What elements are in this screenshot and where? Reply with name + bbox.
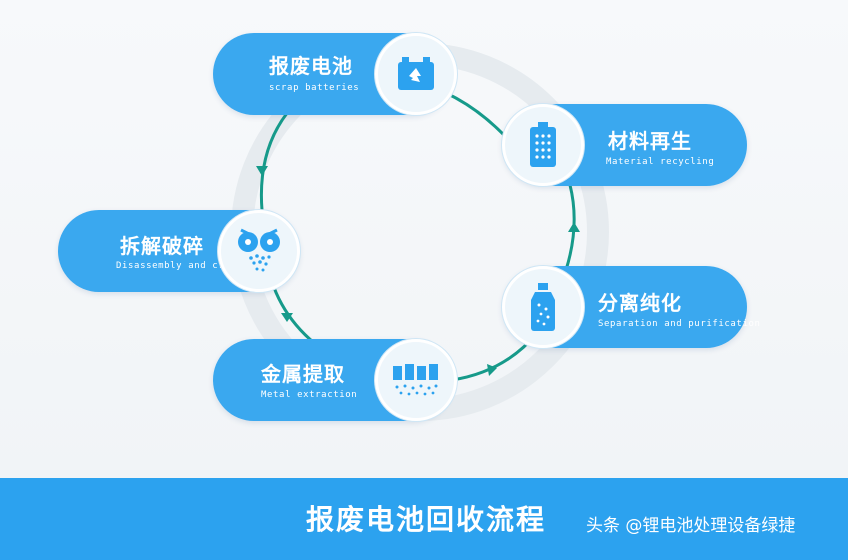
step-scrap-batteries: 报废电池 scrap batteries xyxy=(213,33,457,115)
cell-battery-icon xyxy=(502,104,584,186)
arrowhead-4 xyxy=(568,222,580,232)
step-title: 报废电池 xyxy=(269,54,353,78)
step-separation-purification: 分离纯化 Separation and purification xyxy=(502,266,760,348)
crusher-icon xyxy=(218,210,300,292)
step-title: 分离纯化 xyxy=(598,291,682,315)
arrowhead-1 xyxy=(256,166,268,176)
step-title: 拆解破碎 xyxy=(120,234,204,258)
step-subtitle: Metal extraction xyxy=(261,390,358,400)
arrowhead-3 xyxy=(487,364,497,376)
step-metal-extraction: 金属提取 Metal extraction xyxy=(213,339,457,421)
diagram-stage: 报废电池 scrap batteries xyxy=(0,0,848,478)
bottle-icon xyxy=(502,266,584,348)
step-subtitle: Separation and purification xyxy=(598,319,761,329)
step-title: 材料再生 xyxy=(608,129,692,153)
step-subtitle: Disassembly and crus xyxy=(116,261,237,271)
watermark: 头条 @锂电池处理设备绿捷 xyxy=(586,516,796,536)
extraction-icon xyxy=(375,339,457,421)
step-subtitle: Material recycling xyxy=(606,157,715,167)
arrowhead-2 xyxy=(281,313,293,322)
step-disassembly-crushing: 拆解破碎 Disassembly and crus xyxy=(58,210,300,292)
step-title: 金属提取 xyxy=(261,362,345,386)
diagram-title: 报废电池回收流程 xyxy=(306,503,547,536)
step-material-recycling: 材料再生 Material recycling xyxy=(502,104,747,186)
footer-banner: 报废电池回收流程 头条 @锂电池处理设备绿捷 xyxy=(0,478,848,560)
recycle-battery-icon xyxy=(375,33,457,115)
step-subtitle: scrap batteries xyxy=(269,83,360,93)
